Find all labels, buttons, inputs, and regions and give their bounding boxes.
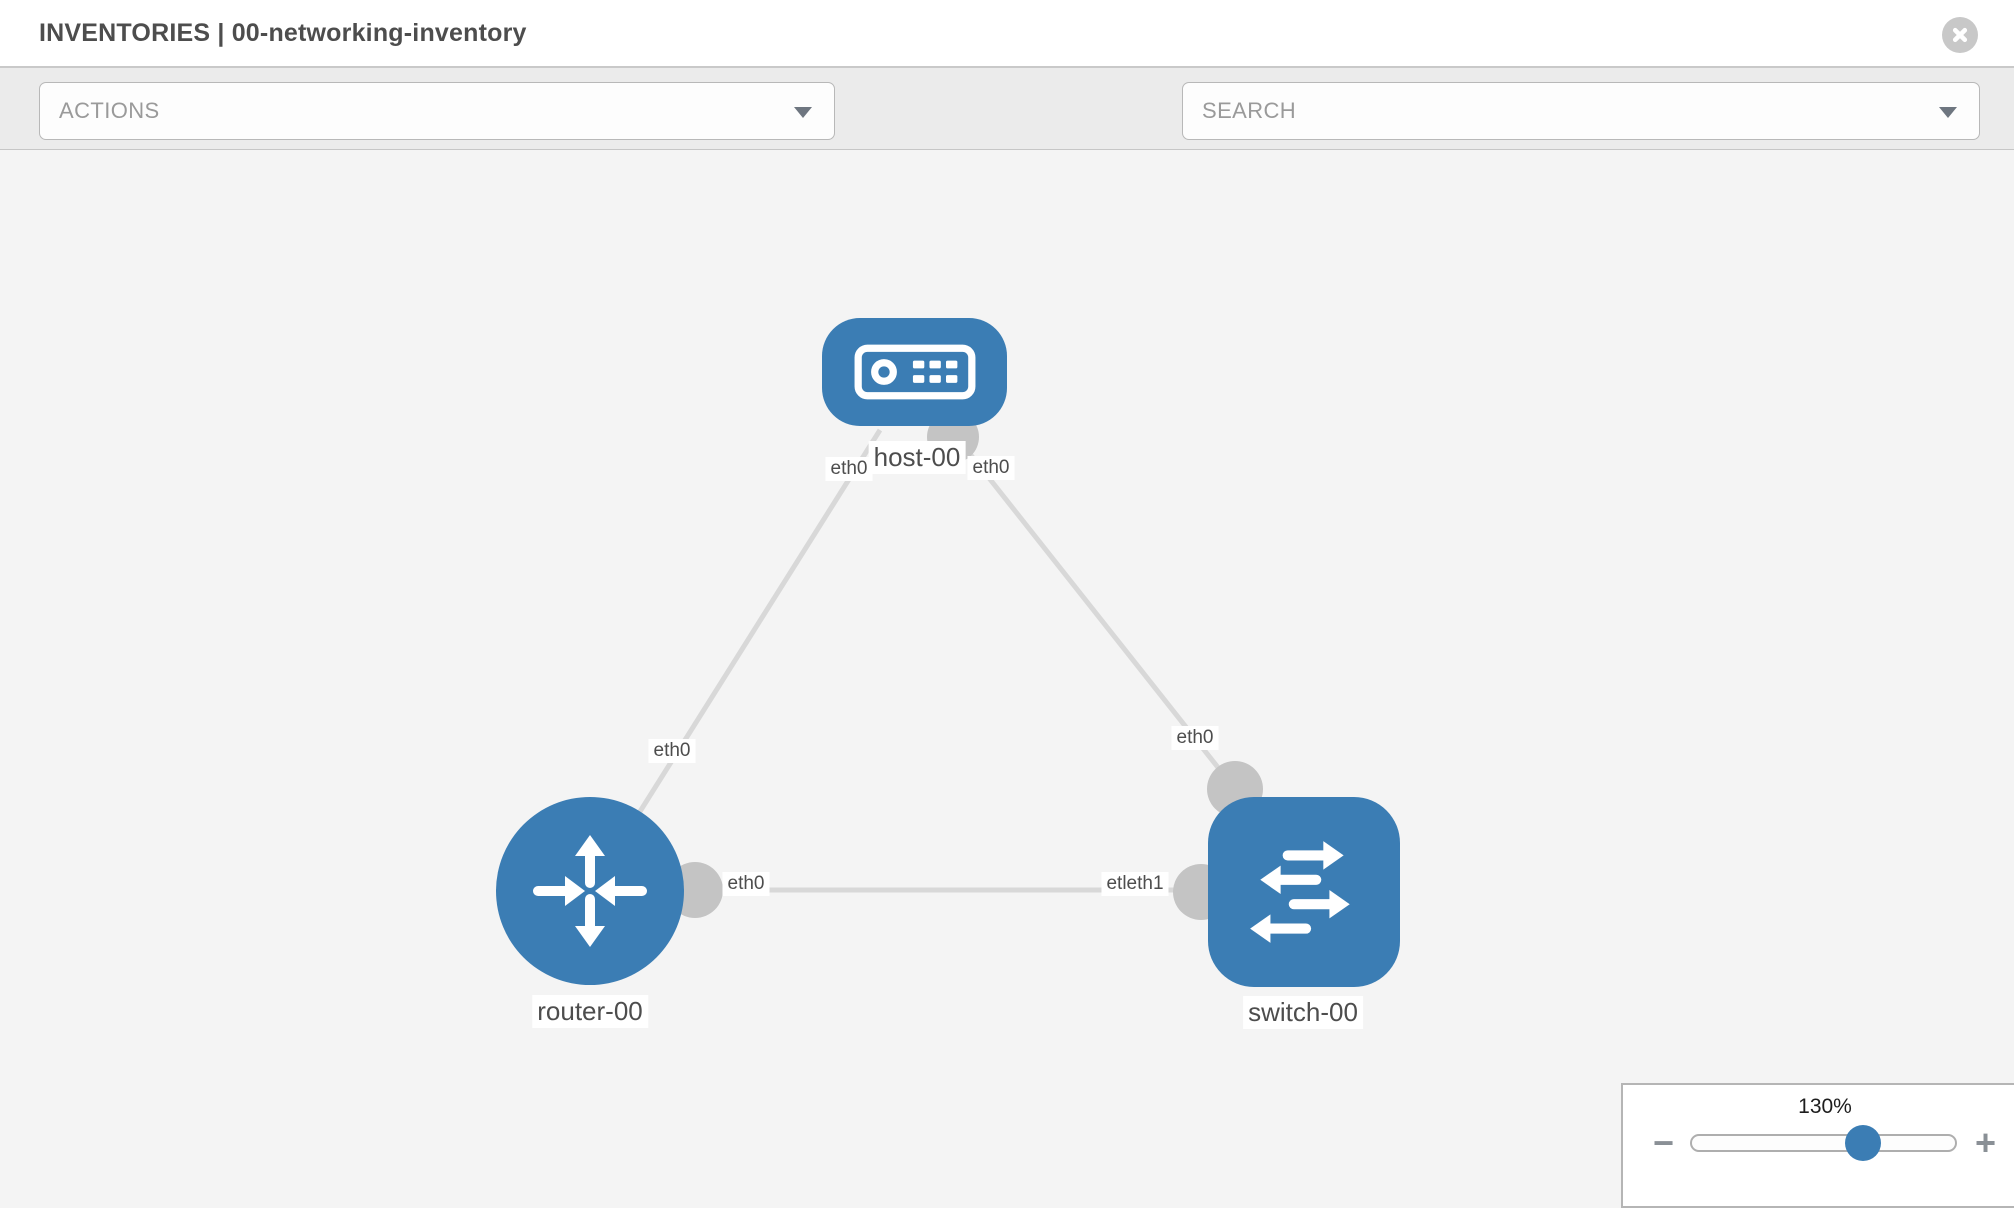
node-router-00[interactable]: [496, 797, 684, 985]
zoom-level-label: 130%: [1798, 1095, 1852, 1118]
page-title: INVENTORIES | 00-networking-inventory: [39, 19, 527, 47]
chevron-down-icon: [794, 107, 812, 118]
search-dropdown[interactable]: SEARCH: [1182, 82, 1980, 140]
zoom-slider-thumb[interactable]: [1845, 1125, 1881, 1161]
search-dropdown-label: SEARCH: [1202, 98, 1297, 123]
chevron-down-icon: [1939, 107, 1957, 118]
switch-icon: [1250, 841, 1350, 943]
router-icon: [533, 835, 647, 947]
iface-label-host-left: eth0: [825, 457, 873, 481]
iface-label-router-top: eth0: [648, 739, 696, 763]
host-icon: [854, 344, 975, 400]
node-label-router: router-00: [532, 995, 648, 1028]
panel-header: INVENTORIES | 00-networking-inventory: [0, 0, 2014, 68]
actions-dropdown-label: ACTIONS: [59, 98, 160, 123]
toolbar: ACTIONS SEARCH: [0, 68, 2014, 150]
zoom-slider-track[interactable]: [1690, 1134, 1957, 1152]
zoom-widget: 130% − +: [1621, 1083, 2014, 1208]
iface-label-router-right: eth0: [722, 872, 770, 896]
iface-label-switch-left: etleth1: [1101, 872, 1169, 896]
zoom-in-button[interactable]: +: [1975, 1122, 1997, 1163]
node-label-host: host-00: [868, 441, 966, 474]
iface-label-switch-top: eth0: [1171, 726, 1219, 750]
topology-canvas[interactable]: eth0 eth0 eth0 eth0 eth0 etleth1 host-00…: [0, 150, 2014, 1200]
node-label-switch: switch-00: [1243, 996, 1363, 1029]
actions-dropdown[interactable]: ACTIONS: [39, 82, 835, 140]
node-host-00[interactable]: [822, 318, 1007, 426]
close-icon: [1952, 27, 1968, 43]
close-button[interactable]: [1942, 17, 1978, 53]
zoom-out-button[interactable]: −: [1653, 1122, 1675, 1163]
node-switch-00[interactable]: [1208, 797, 1400, 987]
iface-label-host-right: eth0: [967, 456, 1015, 480]
